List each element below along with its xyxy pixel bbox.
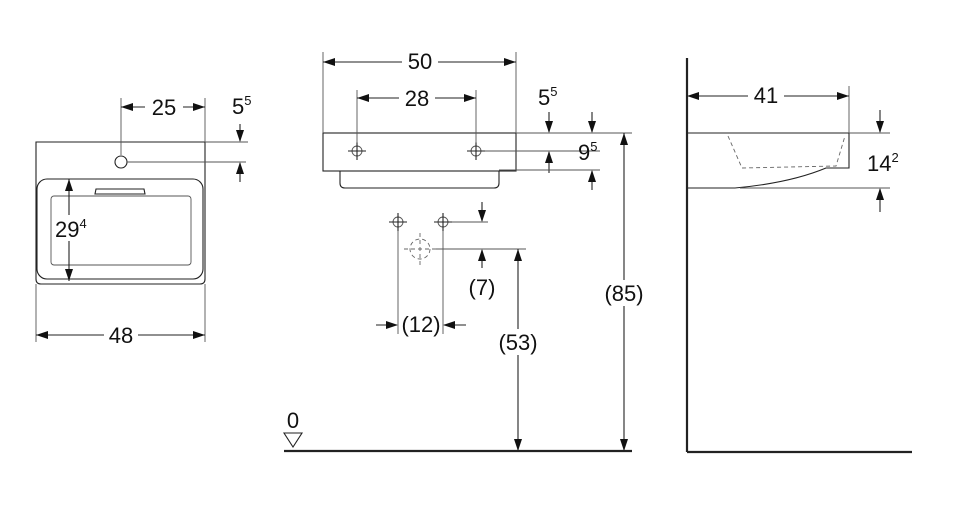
dimension-label-waste-spacing: (12) [401,312,440,337]
bowl-inner-top [50,195,192,266]
arrowhead [478,210,486,222]
floor-level-label: 0 [287,408,299,433]
arrowhead [65,179,73,191]
arrowhead [545,121,553,133]
overflow-slot [94,188,146,195]
waste-fixing-icon [389,213,407,231]
arrowhead [588,121,596,133]
top-view: 25 55 294 48 [35,93,251,348]
dimension-label-50: 50 [408,49,432,74]
dimension-label-tap-edge: 55 [232,93,251,119]
bowl-hidden-line [727,135,846,169]
front-view: 50 28 55 95 [282,49,648,453]
arrowhead [545,151,553,163]
floor-level-icon [282,432,304,449]
arrowhead [588,170,596,182]
arrowhead [236,162,244,174]
arrowhead [876,188,884,200]
arrowhead [464,94,476,102]
dimension-label-28: 28 [405,86,429,111]
arrowhead [504,58,516,66]
dimension-label-waste-height: (53) [498,330,537,355]
basin-bowl-front [339,171,500,189]
dimension-label-48: 48 [109,323,133,348]
arrowhead [837,92,849,100]
dimension-label-waste-offset: (7) [469,275,496,300]
arrowhead [193,331,205,339]
side-view: 41 142 [685,58,912,454]
arrowhead [514,249,522,261]
dimension-label-bowl-depth: 294 [55,216,87,242]
arrowhead [876,121,884,133]
dimension-label-25: 25 [152,95,176,120]
fixing-hole-icon [467,142,485,160]
arrowhead [478,249,486,261]
arrowhead [236,130,244,142]
arrowhead [620,439,628,451]
waste-outlet-icon [404,233,436,265]
bowl-outline-top [36,178,204,280]
dimension-label-side-height: 142 [867,150,899,176]
arrowhead [121,103,133,111]
tap-hole-icon [114,155,128,169]
dimension-label-fixing-bottom: 95 [578,139,597,165]
fixing-hole-icon [348,142,366,160]
dimension-label-fixing-top: 55 [538,84,557,110]
waste-fixing-icon [434,213,452,231]
arrowhead [36,331,48,339]
basin-outline-top [35,141,206,285]
dimension-label-41: 41 [754,83,778,108]
arrowhead [323,58,335,66]
basin-outline-side [687,132,850,189]
basin-outline-front [322,132,517,172]
dimension-label-rim-height: (85) [604,281,643,306]
arrowhead [357,94,369,102]
arrowhead [193,103,205,111]
arrowhead [620,133,628,145]
arrowhead [386,321,398,329]
arrowhead [443,321,455,329]
arrowhead [687,92,699,100]
arrowhead [514,439,522,451]
arrowhead [65,269,73,281]
